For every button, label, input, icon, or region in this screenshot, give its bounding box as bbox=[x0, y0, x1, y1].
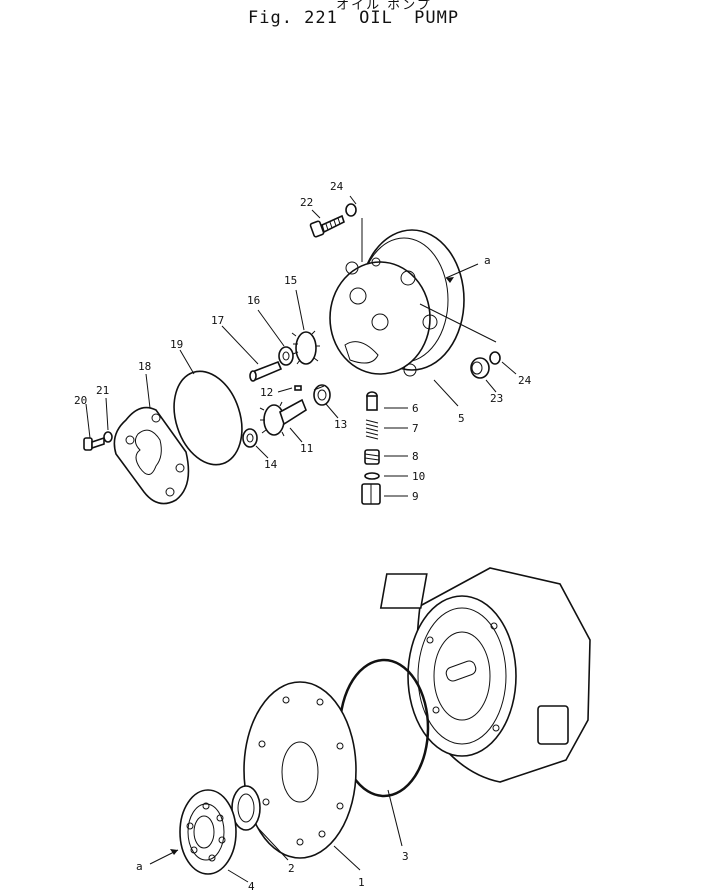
label-9: 9 bbox=[412, 490, 419, 503]
pump-body-part-5 bbox=[329, 229, 465, 377]
arrow-a-top bbox=[446, 277, 454, 283]
plug-part-9 bbox=[361, 483, 381, 505]
washer-part-24-right bbox=[489, 351, 501, 365]
label-24-top: 24 bbox=[330, 180, 344, 193]
label-18: 18 bbox=[138, 360, 151, 373]
label-20: 20 bbox=[74, 394, 87, 407]
bushing-part-16 bbox=[278, 346, 294, 366]
cover-part-18 bbox=[113, 406, 190, 505]
figure-number: Fig. 221 bbox=[248, 8, 338, 28]
label-11: 11 bbox=[300, 442, 313, 455]
label-19: 19 bbox=[170, 338, 183, 351]
washer-part-24-top bbox=[345, 203, 357, 217]
figure-title: Fig. 221 OIL PUMP bbox=[248, 8, 469, 28]
seal-part-2 bbox=[231, 785, 261, 831]
label-22: 22 bbox=[300, 196, 313, 209]
label-16: 16 bbox=[247, 294, 260, 307]
label-4: 4 bbox=[248, 880, 255, 892]
label-24-right: 24 bbox=[518, 374, 532, 387]
bushing-part-14 bbox=[242, 428, 258, 448]
title-word-pump: PUMP bbox=[414, 8, 460, 28]
label-2: 2 bbox=[288, 862, 295, 875]
japanese-title: オイル ポンプ bbox=[336, 0, 432, 13]
plug-part-23 bbox=[470, 357, 490, 379]
key-part-12 bbox=[294, 385, 302, 391]
label-7: 7 bbox=[412, 422, 419, 435]
label-1: 1 bbox=[358, 876, 365, 889]
label-3: 3 bbox=[402, 850, 409, 863]
bushing-part-13 bbox=[313, 384, 331, 406]
o-ring-part-10 bbox=[364, 472, 380, 480]
label-23: 23 bbox=[490, 392, 503, 405]
label-13: 13 bbox=[334, 418, 347, 431]
drive-gear-part-11 bbox=[259, 398, 307, 437]
bolt-part-20 bbox=[83, 436, 105, 451]
callout-labels: 24 22 15 16 17 19 18 21 20 12 11 14 13 6… bbox=[74, 180, 532, 892]
label-21: 21 bbox=[96, 384, 109, 397]
arrow-a-bottom bbox=[170, 849, 178, 855]
spring-part-7 bbox=[365, 419, 379, 440]
title-word-oil: OIL bbox=[359, 8, 393, 28]
bolt-part-22 bbox=[309, 214, 345, 238]
spring-part-8 bbox=[364, 449, 380, 465]
plate-part-1 bbox=[243, 681, 357, 859]
washer-part-21 bbox=[103, 431, 113, 443]
label-15: 15 bbox=[284, 274, 297, 287]
ref-a-bottom: a bbox=[136, 860, 143, 873]
shaft-part-17 bbox=[249, 360, 283, 382]
label-17: 17 bbox=[211, 314, 224, 327]
gear-part-15 bbox=[291, 330, 320, 365]
label-8: 8 bbox=[412, 450, 419, 463]
label-6: 6 bbox=[412, 402, 419, 415]
label-12: 12 bbox=[260, 386, 273, 399]
label-14: 14 bbox=[264, 458, 278, 471]
bearing-part-4 bbox=[179, 789, 237, 875]
ref-a-top: a bbox=[484, 254, 491, 267]
label-10: 10 bbox=[412, 470, 425, 483]
valve-part-6 bbox=[366, 391, 378, 411]
label-5: 5 bbox=[458, 412, 465, 425]
transmission-housing bbox=[379, 567, 591, 783]
leader-lines bbox=[85, 195, 517, 883]
